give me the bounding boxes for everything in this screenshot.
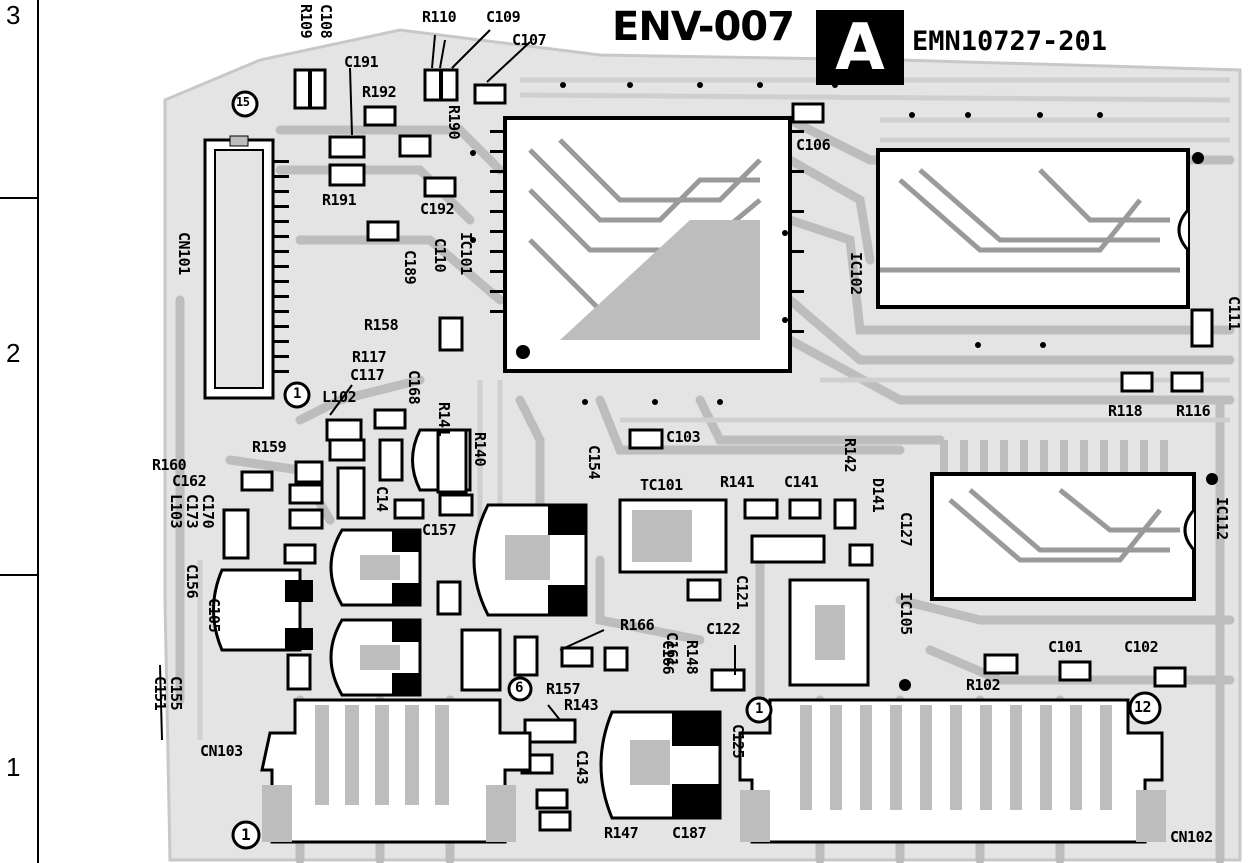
label-c102: C102 (1124, 638, 1159, 656)
label-r143: R143 (564, 696, 599, 714)
label-r141b: R141 (720, 473, 755, 491)
label-c121: C121 (733, 575, 751, 610)
label-c187: C187 (672, 824, 707, 842)
label-r102: R102 (966, 676, 1001, 694)
label-c192: C192 (420, 200, 455, 218)
pin-marker-cn101-1: 1 (293, 386, 301, 402)
label-ic105: IC105 (897, 592, 915, 635)
label-r118: R118 (1108, 402, 1143, 420)
label-c127: C127 (897, 512, 915, 547)
pin-marker-cn101-15: 15 (236, 95, 250, 109)
label-c111: C111 (1225, 296, 1243, 331)
label-r190: R190 (445, 105, 463, 140)
label-l103: L103 (167, 494, 185, 529)
label-c189: C189 (401, 250, 419, 285)
label-r117: R117 (352, 348, 387, 366)
label-r147: R147 (604, 824, 639, 842)
label-c106: C106 (796, 136, 831, 154)
label-c110: C110 (431, 238, 449, 273)
pin-marker-cn103-6: 6 (515, 680, 523, 696)
label-c107: C107 (512, 31, 547, 49)
label-r159: R159 (252, 438, 287, 456)
label-r110: R110 (422, 8, 457, 26)
label-r142: R142 (841, 438, 859, 473)
label-c157: C157 (422, 521, 457, 539)
label-c103: C103 (666, 428, 701, 446)
board-part-code: EMN10727-201 (912, 26, 1108, 57)
revision-badge: A (816, 10, 904, 85)
pin-marker-cn102-1: 1 (755, 701, 763, 717)
label-l102: L102 (322, 388, 357, 406)
label-d141: D141 (869, 478, 887, 513)
label-c14: C14 (373, 486, 391, 512)
label-c166: C166 (659, 640, 677, 675)
grid-row-3: 3 (6, 0, 21, 30)
label-c154: C154 (585, 445, 603, 480)
label-c173: C173 (183, 494, 201, 529)
label-c156: C156 (183, 564, 201, 599)
label-ic101: IC101 (457, 232, 475, 275)
label-c108: C108 (317, 4, 335, 39)
grid-row-2: 2 (6, 338, 21, 368)
label-r158: R158 (364, 316, 399, 334)
label-r140: R140 (471, 432, 489, 467)
pin-marker-cn103-1: 1 (241, 825, 251, 844)
label-c162: C162 (172, 472, 207, 490)
label-ic102: IC102 (847, 252, 865, 295)
label-cn101: CN101 (175, 232, 193, 275)
label-cn102: CN102 (1170, 828, 1213, 846)
label-r148: R148 (683, 640, 701, 675)
label-c117: C117 (350, 366, 385, 384)
label-r157: R157 (546, 680, 581, 698)
label-c161: C161 (663, 632, 681, 667)
label-r192: R192 (362, 83, 397, 101)
label-r191: R191 (322, 191, 357, 209)
label-c170: C170 (199, 494, 217, 529)
board-name: ENV-007 (612, 4, 795, 50)
label-r160: R160 (152, 456, 187, 474)
label-cn103: CN103 (200, 742, 243, 760)
label-c155: C155 (167, 676, 185, 711)
label-c191: C191 (344, 53, 379, 71)
label-c143: C143 (573, 750, 591, 785)
label-r166: R166 (620, 616, 655, 634)
label-c151: C151 (151, 676, 169, 711)
label-r109: R109 (297, 4, 315, 39)
pin-marker-cn102-12: 12 (1134, 698, 1152, 716)
label-r141: R141 (435, 402, 453, 437)
label-c141: C141 (784, 473, 819, 491)
label-r116: R116 (1176, 402, 1211, 420)
label-c125: C125 (729, 724, 747, 759)
label-ic112: IC112 (1213, 497, 1231, 540)
label-c105: C105 (205, 598, 223, 633)
label-c101: C101 (1048, 638, 1083, 656)
label-c168: C168 (405, 370, 423, 405)
grid-row-1: 1 (6, 752, 21, 782)
label-c109: C109 (486, 8, 521, 26)
label-c122: C122 (706, 620, 741, 638)
label-tc101: TC101 (640, 476, 683, 494)
